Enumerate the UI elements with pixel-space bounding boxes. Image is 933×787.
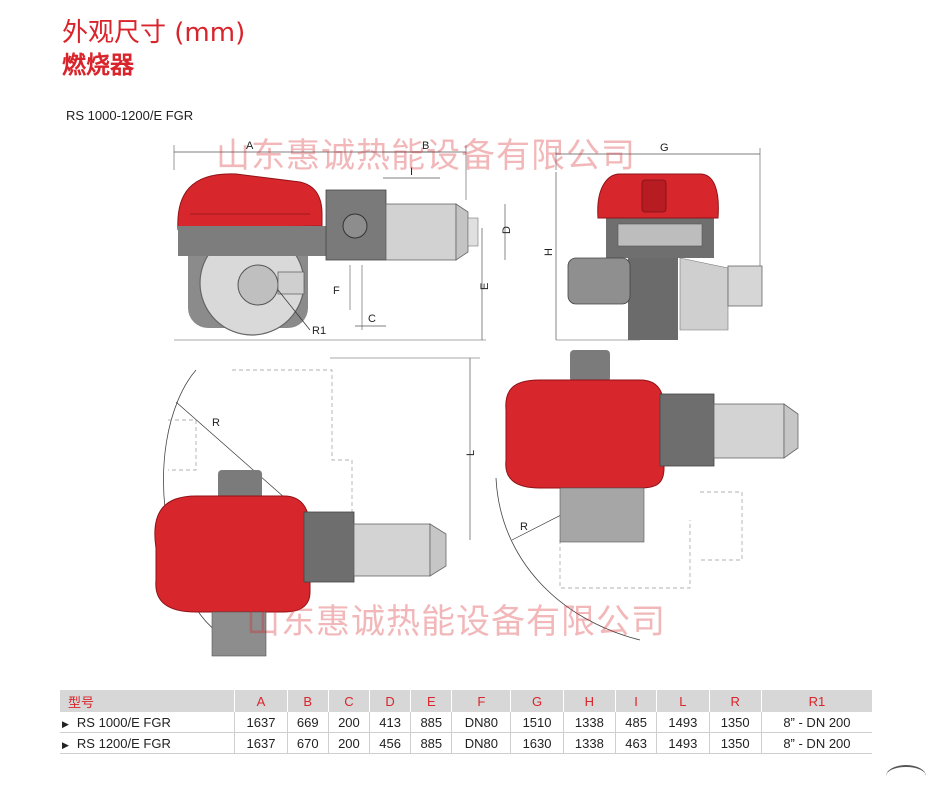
watermark-bottom: 山东惠诚热能设备有限公司 [246,602,666,642]
front-view: G H [543,142,763,341]
model-caption: RS 1000-1200/E FGR [66,108,194,123]
dim-label-g: G [660,142,669,154]
cell-c: 200 [327,732,370,754]
cell-g: 1630 [510,732,564,754]
cell-a: 1637 [234,732,288,754]
cell-h: 1338 [562,712,616,733]
dim-label-i: I [410,166,413,178]
table-header-row: 型号 A B C D E F G H I L R R1 [60,690,872,712]
top-view-swing-left: R L [154,357,480,657]
col-header-i: I [615,690,657,712]
col-header-g: G [510,690,564,712]
cell-g: 1510 [510,712,564,733]
dim-label-h: H [543,248,555,256]
cell-c: 200 [327,712,370,733]
top-view-swing-right: R [495,350,799,641]
col-header-r1: R1 [760,690,872,712]
page-subtitle: 燃烧器 [62,51,134,79]
cell-model: ▶RS 1200/E FGR [60,732,235,754]
cell-r: 1350 [708,732,762,754]
col-header-l: L [656,690,710,712]
cell-l: 1493 [656,712,710,733]
col-header-f: F [451,690,511,712]
dim-label-a: A [246,140,254,152]
table-row: ▶RS 1000/E FGR 1637 669 200 413 885 DN80… [60,712,872,733]
dim-label-e: E [479,283,491,290]
cell-f: DN80 [451,712,511,733]
cell-r: 1350 [708,712,762,733]
cell-l: 1493 [656,732,710,754]
triangle-bullet-icon: ▶ [62,739,69,750]
cell-b: 670 [286,732,329,754]
dim-label-l: L [465,450,477,456]
triangle-bullet-icon: ▶ [62,718,69,729]
cell-i: 485 [615,712,657,733]
dim-label-f: F [333,285,340,297]
col-header-c: C [327,690,370,712]
cell-r1: 8” - DN 200 [760,712,872,733]
watermark-top: 山东惠诚热能设备有限公司 [216,136,636,176]
dimensions-table: 型号 A B C D E F G H I L R R1 ▶RS 1000/E F… [60,690,872,754]
cell-a: 1637 [234,712,288,733]
cell-d: 413 [369,712,411,733]
dim-label-d: D [501,226,513,234]
burner-technical-drawing: A B I D E F C [154,140,799,657]
col-header-d: D [369,690,411,712]
cell-model: ▶RS 1000/E FGR [60,712,235,733]
col-header-a: A [234,690,288,712]
table-row: ▶RS 1200/E FGR 1637 670 200 456 885 DN80… [60,732,872,754]
cell-e: 885 [410,712,452,733]
cell-d: 456 [369,732,411,754]
side-view: A B I D E F C [173,140,513,341]
page-header: 外观尺寸 (mm) 燃烧器 [62,16,245,80]
cell-f: DN80 [451,732,511,754]
dim-label-r-right: R [520,521,528,533]
cell-e: 885 [410,732,452,754]
dim-label-b: B [422,140,429,152]
cell-b: 669 [286,712,329,733]
cell-h: 1338 [562,732,616,754]
page-title: 外观尺寸 (mm) [62,18,246,48]
col-header-e: E [410,690,452,712]
dim-label-r-left: R [212,417,220,429]
cell-r1: 8” - DN 200 [760,732,872,754]
col-header-b: B [286,690,329,712]
page-corner-decoration [886,765,926,787]
col-header-r: R [708,690,762,712]
dim-label-c: C [368,313,376,325]
col-header-h: H [562,690,616,712]
col-header-model: 型号 [60,690,235,712]
cell-i: 463 [615,732,657,754]
dim-label-r1: R1 [312,325,326,337]
